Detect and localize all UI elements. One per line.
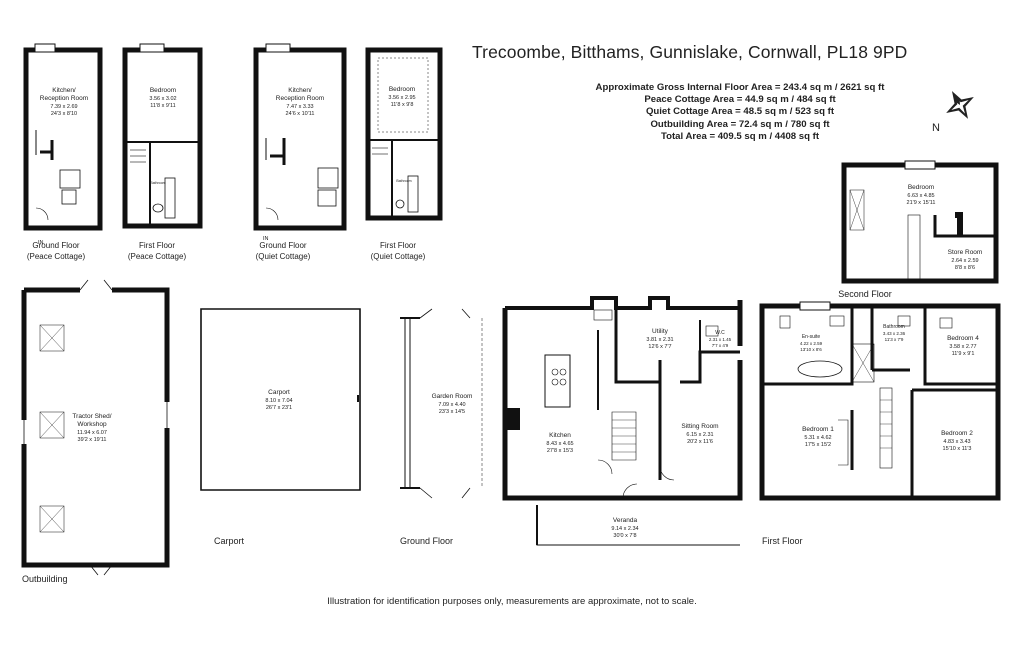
plan-outbuilding	[21, 279, 170, 576]
room-dims: 3.43 x 2.36	[883, 331, 906, 336]
room-dims: 3.56 x 2.95	[388, 95, 415, 101]
room-dims: 11'3 x 7'9	[885, 337, 904, 342]
room-name: En-suite	[802, 334, 821, 340]
room-dims: 6.15 x 2.31	[686, 432, 713, 438]
entry-label: IN	[38, 240, 44, 246]
room-dims: 11'8 x 9'11	[150, 103, 175, 109]
room-name: Bathroom	[883, 324, 905, 330]
plan-caption: Ground Floor	[259, 241, 306, 250]
room-dims: 12'6 x 7'7	[648, 344, 671, 350]
plan-caption: Second Floor	[838, 289, 892, 299]
room-name: Tractor Shed/	[72, 413, 111, 420]
room-dims: 4.22 x 2.59	[800, 341, 823, 346]
room-dims: 2.31 x 1.45	[709, 337, 732, 342]
room-dims: 30'0 x 7'8	[613, 533, 636, 539]
room-name: Store Room	[948, 249, 983, 256]
area-summary: Approximate Gross Internal Floor Area = …	[540, 82, 940, 143]
room-dims: 26'7 x 23'1	[266, 405, 292, 411]
area-line-peace: Peace Cottage Area = 44.9 sq m / 484 sq …	[644, 94, 836, 106]
room-name: Kitchen	[549, 432, 571, 439]
plan-caption: Carport	[214, 536, 245, 546]
plan-caption: (Quiet Cottage)	[256, 252, 311, 261]
room-name: Kitchen/	[52, 87, 76, 94]
plan-quiet-ground	[253, 43, 347, 231]
room-dims: 27'8 x 15'3	[547, 448, 573, 454]
area-line-gross: Approximate Gross Internal Floor Area = …	[595, 82, 885, 93]
room-dims: 8'8 x 8'6	[955, 265, 975, 271]
room-dims: 11'8 x 9'8	[391, 102, 414, 108]
plan-caption: First Floor	[762, 536, 803, 546]
plan-peace-first	[122, 43, 203, 229]
room-name: Sitting Room	[681, 423, 718, 430]
plan-carport	[200, 308, 361, 491]
room-name: Veranda	[613, 517, 638, 524]
room-name: Bedroom 1	[802, 426, 834, 433]
room-name: Carport	[268, 389, 290, 396]
room-dims: 11'9 x 9'1	[952, 351, 975, 357]
plan-caption: Outbuilding	[22, 574, 68, 584]
plan-peace-ground	[23, 43, 103, 231]
room-dims: 23'3 x 14'5	[439, 409, 465, 415]
compass-label: N	[932, 122, 940, 134]
room-name: Bedroom 4	[947, 335, 979, 342]
room-dims: 3.56 x 3.02	[149, 96, 176, 102]
disclaimer: Illustration for identification purposes…	[327, 596, 697, 607]
room-dims: 3.58 x 2.77	[949, 344, 976, 350]
room-name: Bedroom 2	[941, 430, 973, 437]
plan-caption: (Quiet Cottage)	[371, 252, 426, 261]
room-dims: 20'2 x 11'6	[687, 439, 713, 445]
room-name: Kitchen/	[288, 87, 312, 94]
plan-second-floor	[841, 160, 999, 284]
room-dims: 5.31 x 4.62	[804, 435, 831, 441]
room-dims: 11.94 x 6.07	[77, 430, 107, 436]
room-name: Workshop	[77, 421, 107, 428]
room-dims: 8.10 x 7.04	[265, 398, 292, 404]
room-dims: 7.09 x 4.40	[438, 402, 465, 408]
room-name: Reception Room	[276, 95, 324, 102]
room-dims: 4.83 x 3.43	[943, 439, 970, 445]
room-dims: 7'7 x 4'9	[712, 343, 729, 348]
compass-icon	[946, 91, 974, 119]
room-name: Bedroom	[908, 184, 934, 191]
room-name: Reception Room	[40, 95, 88, 102]
room-dims: 2.64 x 2.59	[951, 258, 978, 264]
room-dims: 8.43 x 4.65	[546, 441, 573, 447]
plan-quiet-first	[365, 47, 443, 221]
room-name: Garden Room	[432, 393, 473, 400]
room-dims: 6.63 x 4.85	[907, 193, 934, 199]
property-address: Trecoombe, Bitthams, Gunnislake, Cornwal…	[472, 42, 908, 62]
plan-caption: Ground Floor	[32, 241, 79, 250]
room-dims: 7.39 x 2.69	[50, 104, 77, 110]
plan-caption: (Peace Cottage)	[128, 252, 187, 261]
area-line-quiet: Quiet Cottage Area = 48.5 sq m / 523 sq …	[645, 106, 835, 118]
room-dims: 7.47 x 3.33	[286, 104, 313, 110]
room-name: Bathroom	[150, 181, 165, 185]
room-dims: 9.14 x 2.34	[611, 526, 638, 532]
room-name: Bedroom	[150, 87, 176, 94]
room-dims: 15'10 x 11'3	[943, 446, 972, 452]
room-name: W.C	[715, 330, 725, 336]
entry-label: IN	[263, 236, 269, 242]
plan-caption: (Peace Cottage)	[27, 252, 86, 261]
room-dims: 17'5 x 15'2	[805, 442, 831, 448]
plan-caption: First Floor	[380, 241, 416, 250]
room-dims: 39'2 x 19'11	[78, 437, 107, 443]
room-name: Bathroom	[396, 179, 411, 183]
area-line-outbuilding: Outbuilding Area = 72.4 sq m / 780 sq ft	[650, 118, 830, 130]
room-dims: 21'9 x 15'11	[907, 200, 936, 206]
plan-caption: Ground Floor	[400, 536, 453, 546]
plan-caption: First Floor	[139, 241, 175, 250]
plan-first-floor	[759, 301, 1001, 501]
area-line-total: Total Area = 409.5 sq m / 4408 sq ft	[660, 130, 820, 142]
room-name: Utility	[652, 328, 669, 335]
room-dims: 13'10 x 8'6	[800, 347, 822, 352]
room-dims: 3.81 x 2.31	[646, 337, 673, 343]
plan-ground-floor	[400, 296, 743, 546]
room-dims: 24'6 x 10'11	[286, 111, 315, 117]
room-name: Bedroom	[389, 86, 415, 93]
room-dims: 24'3 x 8'10	[51, 111, 77, 117]
